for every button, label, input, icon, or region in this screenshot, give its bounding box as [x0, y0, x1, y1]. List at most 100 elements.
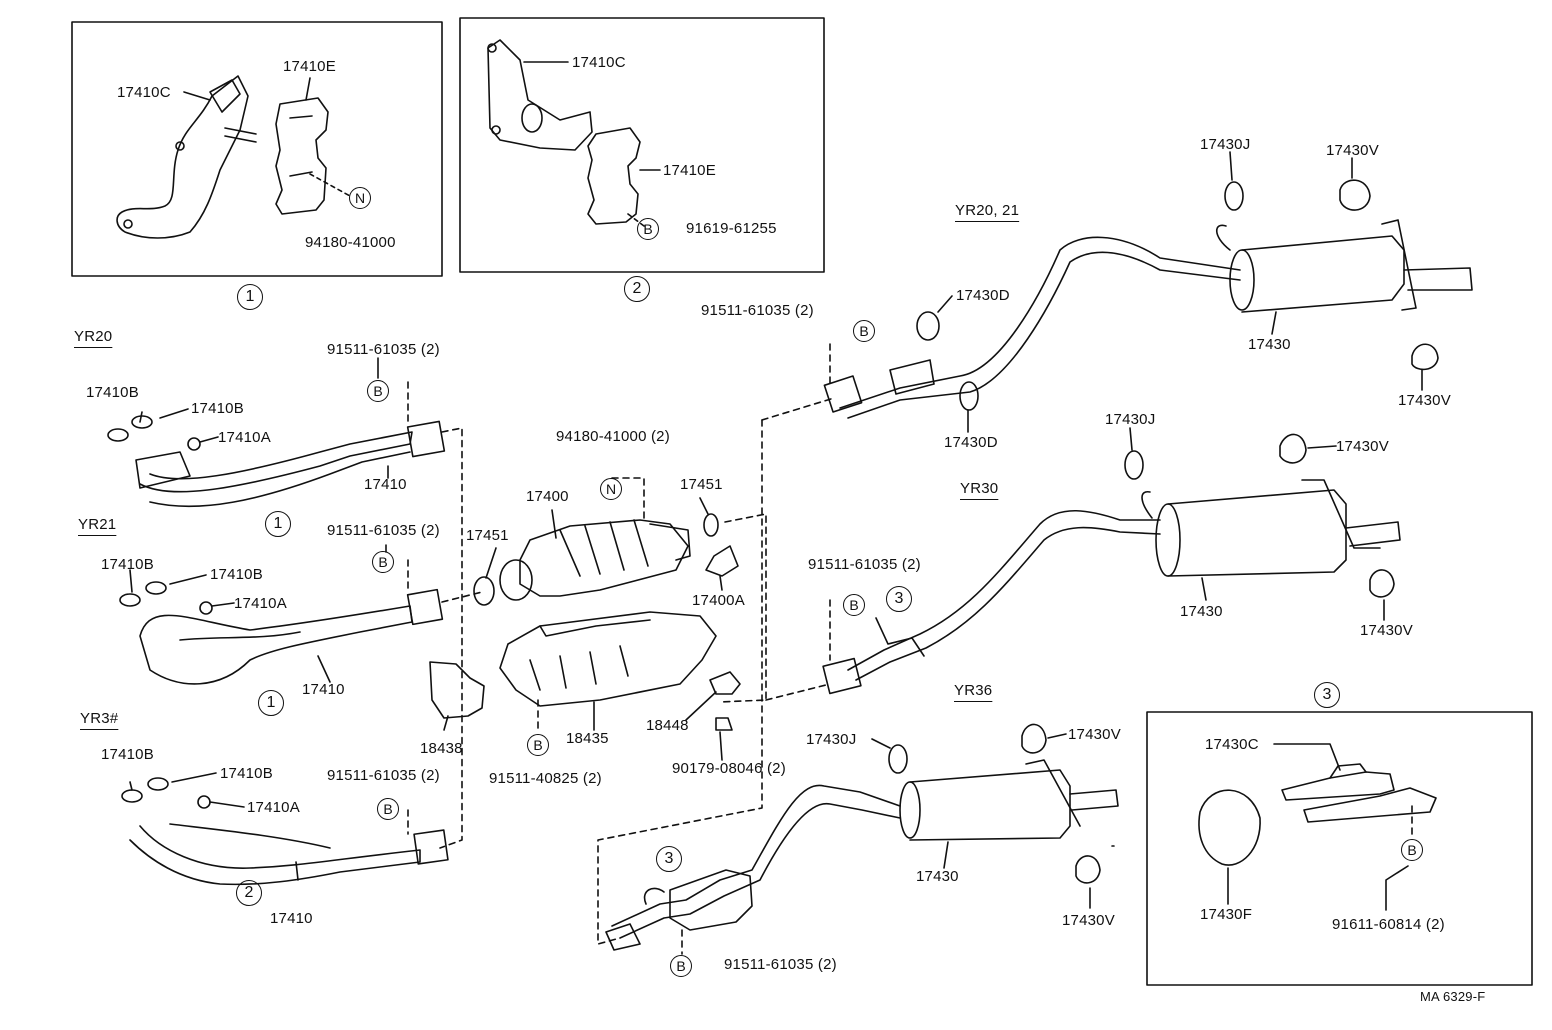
ring-17430j-b [1124, 450, 1144, 480]
part-label-17410: 17410 [364, 476, 407, 493]
part-label-17410c: 17410C [572, 54, 626, 71]
b-marker: B [670, 955, 692, 977]
b-marker: B [377, 798, 399, 820]
part-label-90179-08046: 90179-08046 (2) [672, 760, 786, 777]
part-label-17451: 17451 [680, 476, 723, 493]
detail-1-marker: 1 [237, 284, 263, 310]
part-label-17430d: 17430D [956, 287, 1010, 304]
part-label-17410a: 17410A [234, 595, 287, 612]
hanger-17430v-d [1369, 569, 1395, 598]
tailpipe-yr30 [822, 479, 1401, 695]
model-label-yr21: YR21 [78, 516, 117, 533]
gasket-17451-b [703, 513, 719, 537]
bracket-18438 [429, 661, 485, 719]
part-label-17400a: 17400A [692, 592, 745, 609]
gasket-17451-a [473, 576, 495, 606]
tailpipe-yr20-21 [823, 219, 1473, 419]
part-label-17430j: 17430J [1200, 136, 1251, 153]
gasket-17430d-b [959, 381, 979, 411]
part-label-17410: 17410 [302, 681, 345, 698]
part-label-17410b: 17410B [191, 400, 244, 417]
part-label-17430v: 17430V [1336, 438, 1389, 455]
part-label-17410c: 17410C [117, 84, 171, 101]
part-label-91511-61035: 91511-61035 (2) [327, 767, 440, 784]
clamp-18448 [709, 671, 741, 695]
drawing-id: MA 6329-F [1420, 989, 1486, 1004]
part-label-17451: 17451 [466, 527, 509, 544]
part-label-91511-61035: 91511-61035 (2) [327, 341, 440, 358]
ring-17430j-c [888, 744, 908, 774]
part-label-18435: 18435 [566, 730, 609, 747]
hanger-17430v-a [1339, 179, 1371, 211]
part-label-17410b: 17410B [101, 746, 154, 763]
detail-box-3 [1146, 711, 1533, 986]
part-label-17410e: 17410E [663, 162, 716, 179]
clamp-17400a [705, 545, 739, 577]
part-label-17430v: 17430V [1326, 142, 1379, 159]
hanger-17430v-e [1021, 723, 1047, 754]
part-label-17410b: 17410B [220, 765, 273, 782]
model-label-yr20: YR20 [74, 328, 113, 345]
part-label-17430v: 17430V [1360, 622, 1413, 639]
part-label-94180-41000: 94180-41000 [305, 234, 396, 251]
part-label-17410b: 17410B [86, 384, 139, 401]
part-label-17410a: 17410A [247, 799, 300, 816]
part-label-18438: 18438 [420, 740, 463, 757]
hanger-17430f-detail3 [1198, 789, 1261, 866]
model-label-yr30: YR30 [960, 480, 999, 497]
b-marker: B [853, 320, 875, 342]
part-label-94180-41000: 94180-41000 (2) [556, 428, 670, 445]
part-label-91511-61035: 91511-61035 (2) [327, 522, 440, 539]
tailpipe-yr36 [605, 759, 1119, 951]
hanger-17430v-f [1075, 855, 1101, 884]
part-label-91611-60814: 91611-60814 (2) [1332, 916, 1445, 933]
gasket-17430d-a [916, 311, 940, 341]
part-label-17430j: 17430J [1105, 411, 1156, 428]
part-label-17430: 17430 [916, 868, 959, 885]
b-marker: B [367, 380, 389, 402]
part-label-17430d: 17430D [944, 434, 998, 451]
detail-1-marker: 1 [265, 511, 291, 537]
b-marker: B [843, 594, 865, 616]
part-label-17400: 17400 [526, 488, 569, 505]
b-marker: B [637, 218, 659, 240]
mount-17410e-box1 [275, 97, 329, 215]
b-marker: B [372, 551, 394, 573]
ring-17430j-a [1224, 181, 1244, 211]
leader-n-box1 [309, 173, 351, 197]
model-label-yr20-21: YR20, 21 [955, 202, 1020, 219]
bracket-17410c-box1 [116, 75, 257, 239]
part-label-18448: 18448 [646, 717, 689, 734]
catalytic-converter-17400 [499, 519, 691, 601]
part-label-91511-61035: 91511-61035 (2) [724, 956, 837, 973]
part-label-17430: 17430 [1180, 603, 1223, 620]
bolt-90179 [715, 717, 733, 731]
part-label-17430: 17430 [1248, 336, 1291, 353]
part-label-17430c: 17430C [1205, 736, 1259, 753]
n-marker: N [600, 478, 622, 500]
bracket-17410c-box2 [487, 39, 593, 151]
b-marker: B [1401, 839, 1423, 861]
part-label-17430j: 17430J [806, 731, 857, 748]
leader-lines [129, 61, 1423, 911]
detail-2-marker: 2 [236, 880, 262, 906]
part-label-17430v: 17430V [1398, 392, 1451, 409]
part-label-17410a: 17410A [218, 429, 271, 446]
part-label-17410b: 17410B [210, 566, 263, 583]
part-label-91511-61035: 91511-61035 (2) [808, 556, 921, 573]
front-pipe-yr3x [121, 777, 449, 886]
hanger-17430v-b [1411, 343, 1439, 371]
model-label-yr3x: YR3# [80, 710, 119, 727]
part-label-17410: 17410 [270, 910, 313, 927]
part-label-17410e: 17410E [283, 58, 336, 75]
n-marker: N [349, 187, 371, 209]
detail-box-1 [71, 21, 443, 277]
heat-insulator-18435 [499, 611, 717, 707]
b-marker: B [527, 734, 549, 756]
model-label-yr36: YR36 [954, 682, 993, 699]
bracket-17430c-detail3 [1281, 763, 1437, 823]
part-label-91511-40825: 91511-40825 (2) [489, 770, 602, 787]
detail-2-marker: 2 [624, 276, 650, 302]
part-label-91511-61035: 91511-61035 (2) [701, 302, 814, 319]
